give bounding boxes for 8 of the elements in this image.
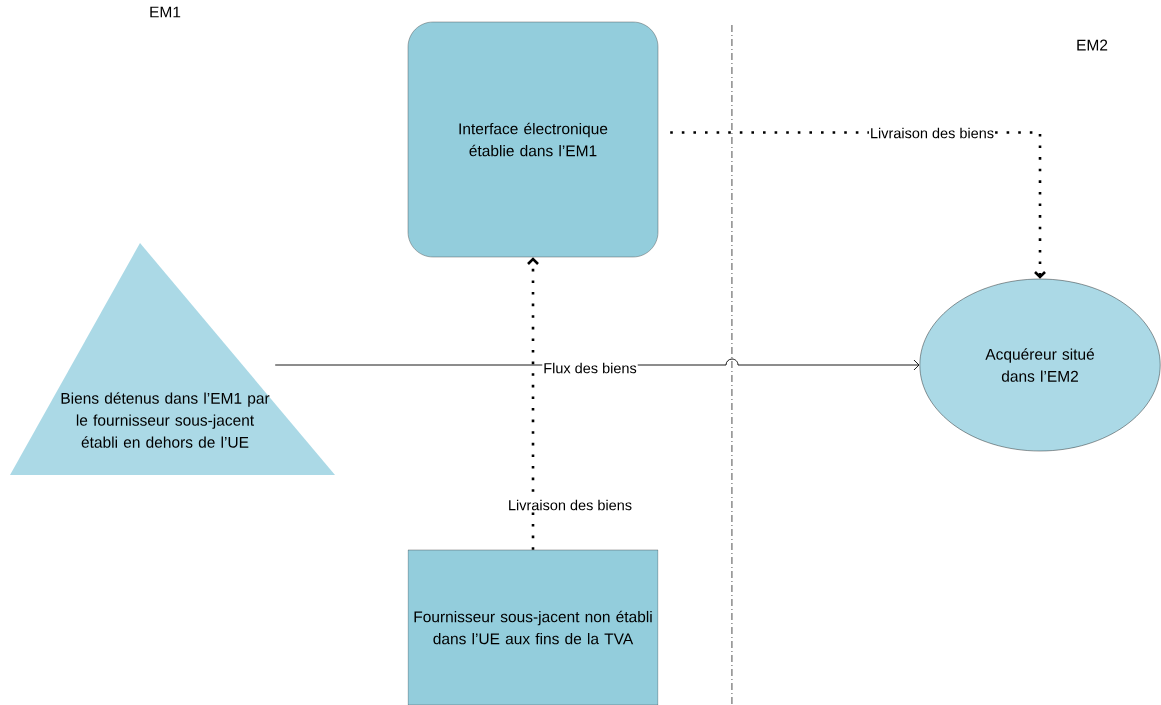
- process-box: Interface électronique établie dans l’EM1: [407, 21, 659, 258]
- region-label: EM1: [150, 6, 181, 18]
- edge-label: Flux des biens: [542, 361, 638, 375]
- process-box: Fournisseur sous-jacent non établi dans l’UE aux fins de la TVA: [407, 549, 659, 705]
- region-label: EM2: [1077, 39, 1108, 51]
- edge-label: Livraison des biens: [506, 498, 634, 512]
- edge-label: Livraison des biens: [868, 126, 996, 140]
- arrow: [527, 257, 539, 550]
